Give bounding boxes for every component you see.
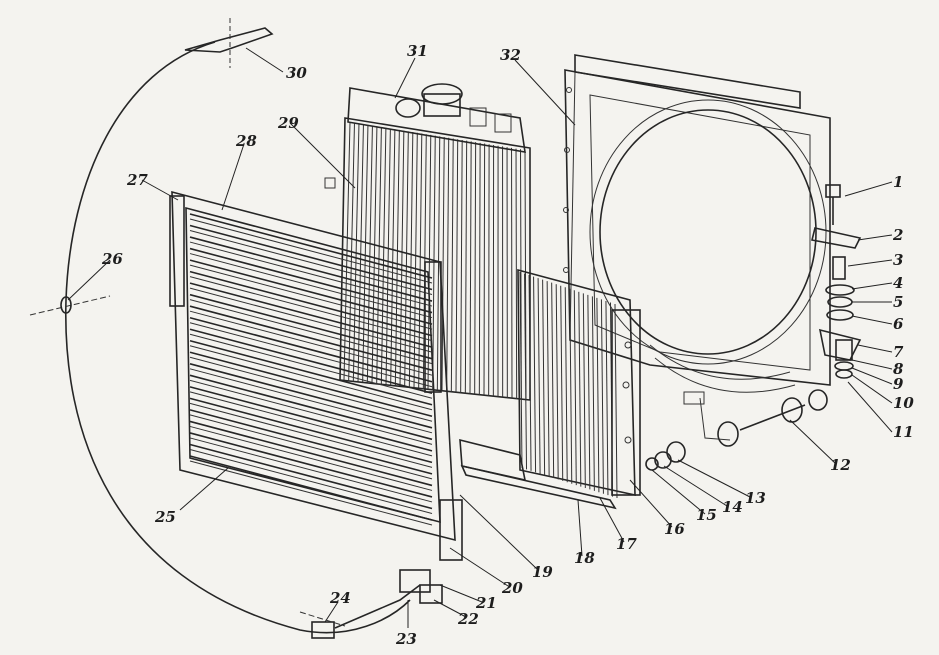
shutter-slats: [189, 213, 433, 526]
radiator-core: [324, 83, 531, 401]
shutter-control-cable: [29, 18, 443, 639]
callout-16: 16: [664, 520, 685, 538]
fan-shroud: [563, 54, 831, 405]
oil-cooler: [459, 268, 641, 510]
callout-26: 26: [101, 250, 123, 268]
callout-3: 3: [893, 251, 903, 269]
shutter-frame: [169, 190, 463, 561]
callout-6: 6: [893, 315, 904, 333]
callout-30: 30: [286, 64, 307, 82]
callout-10: 10: [893, 394, 914, 412]
callout-12: 12: [830, 456, 851, 474]
callout-14: 14: [722, 498, 743, 516]
callout-32: 32: [500, 46, 521, 64]
callout-19: 19: [532, 563, 553, 581]
callout-28: 28: [235, 132, 257, 150]
callout-31: 31: [407, 42, 428, 60]
callout-22: 22: [457, 610, 479, 628]
callout-17: 17: [616, 535, 637, 553]
callout-20: 20: [501, 579, 523, 597]
callout-15: 15: [696, 506, 717, 524]
callout-24: 24: [329, 589, 351, 607]
leader-lines: [67, 47, 893, 628]
callout-5: 5: [893, 293, 903, 311]
mount-fasteners: [645, 184, 862, 471]
callout-9: 9: [893, 375, 904, 393]
callout-13: 13: [745, 489, 766, 507]
callout-8: 8: [893, 360, 904, 378]
callout-29: 29: [277, 114, 299, 132]
callout-11: 11: [893, 423, 914, 441]
callout-7: 7: [893, 343, 904, 361]
callout-18: 18: [574, 549, 595, 567]
callout-27: 27: [126, 171, 148, 189]
callout-23: 23: [395, 630, 417, 648]
callout-2: 2: [892, 226, 903, 244]
callout-4: 4: [893, 274, 903, 292]
oil-cooler-fins: [519, 271, 618, 499]
callout-1: 1: [893, 173, 903, 191]
callout-21: 21: [475, 594, 497, 612]
callout-numbers: 1 2 3 4 5 6 7 8 9 10 11 12 13 14 15 16 1…: [101, 42, 914, 648]
callout-25: 25: [154, 508, 176, 526]
